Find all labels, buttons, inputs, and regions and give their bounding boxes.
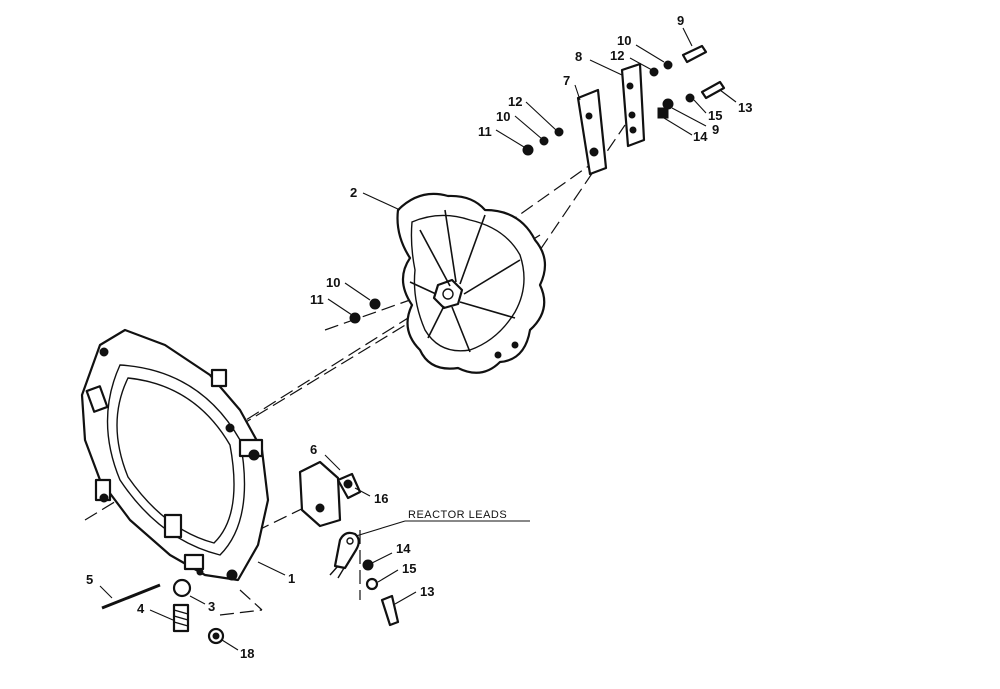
callout-8: 8 — [575, 49, 582, 64]
callout-10-middle: 10 — [326, 275, 340, 290]
reactor-leads-label: REACTOR LEADS — [408, 509, 507, 521]
fan — [396, 192, 547, 374]
callout-6: 6 — [310, 442, 317, 457]
terminal-bracket — [298, 460, 362, 528]
callout-10-left: 10 — [496, 109, 510, 124]
bearing-parts — [101, 578, 225, 645]
callout-10-top: 10 — [617, 33, 631, 48]
hardware-top — [522, 44, 726, 156]
callout-12-left: 12 — [508, 94, 522, 109]
callout-9-top: 9 — [677, 13, 684, 28]
hardware-lower — [362, 559, 400, 627]
callout-5: 5 — [86, 572, 93, 587]
callout-15-lower: 15 — [402, 561, 416, 576]
leader-lines — [99, 27, 737, 651]
bracket-left — [576, 88, 608, 176]
callout-13-top: 13 — [738, 100, 752, 115]
callout-4: 4 — [137, 601, 145, 616]
callout-18: 18 — [240, 646, 254, 661]
callout-1: 1 — [288, 571, 295, 586]
callout-13-lower: 13 — [420, 584, 434, 599]
callout-14-lower: 14 — [396, 541, 411, 556]
housing-end-bell — [80, 328, 270, 582]
callout-15-top: 15 — [708, 108, 722, 123]
hardware-middle — [349, 298, 381, 324]
callout-14-top: 14 — [693, 129, 708, 144]
callout-3: 3 — [208, 599, 215, 614]
callout-2: 2 — [350, 185, 357, 200]
callout-16: 16 — [374, 491, 388, 506]
callout-11-middle: 11 — [310, 292, 324, 307]
callout-9-right: 9 — [712, 122, 719, 137]
callout-labels: 1 2 3 4 5 6 7 8 9 9 10 10 10 11 11 12 12… — [86, 13, 752, 661]
callout-11-left: 11 — [478, 124, 492, 139]
callout-7: 7 — [563, 73, 570, 88]
bracket-right — [620, 62, 646, 148]
reactor-lead-terminal — [329, 531, 360, 579]
callout-12-top: 12 — [610, 48, 624, 63]
